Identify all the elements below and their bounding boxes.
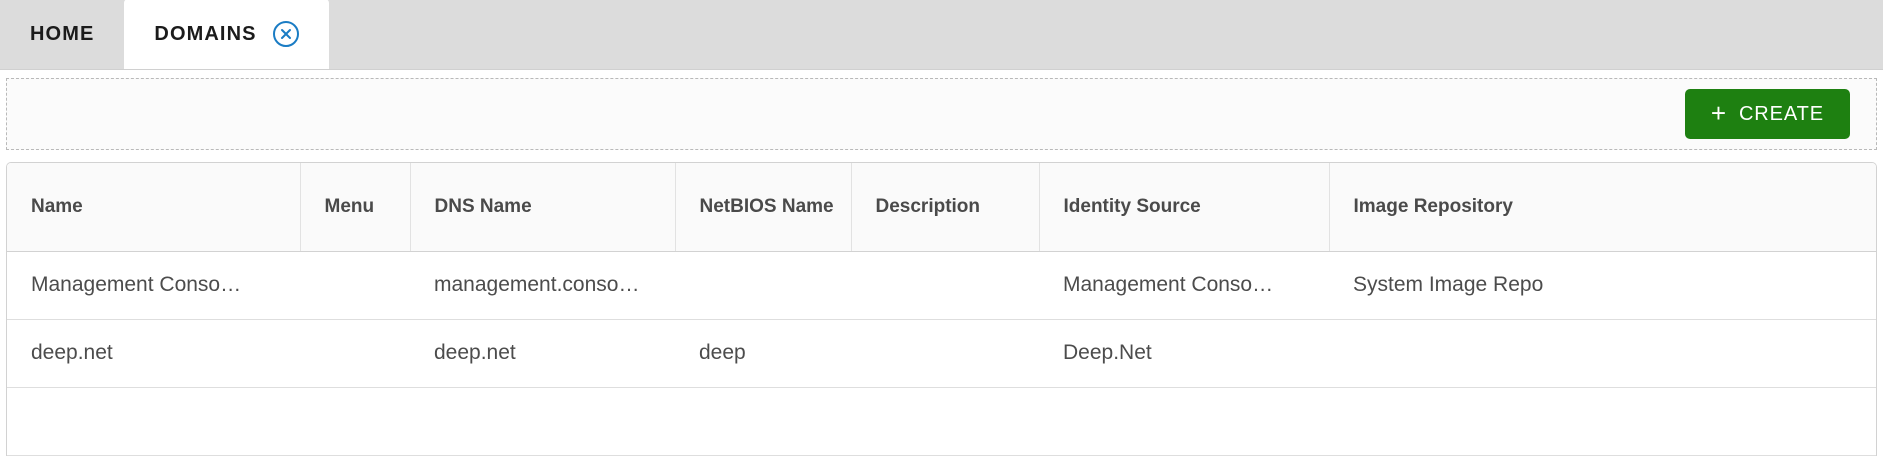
column-header-identity-source[interactable]: Identity Source <box>1038 163 1329 252</box>
cell-identity-source: Deep.Net <box>1039 319 1329 388</box>
cell-dns-name: deep.net <box>410 319 675 388</box>
table-row[interactable]: Management Conso… management.conso… Mana… <box>7 251 1876 320</box>
cell-netbios-name: deep <box>675 319 851 388</box>
domains-grid: Name Menu DNS Name NetBIOS Name Descript… <box>6 162 1877 456</box>
table-row[interactable] <box>7 387 1876 456</box>
tab-domains-label: DOMAINS <box>154 22 257 45</box>
cell-description <box>851 319 1039 388</box>
table-body: Management Conso… management.conso… Mana… <box>7 251 1876 456</box>
tab-bar: HOME DOMAINS <box>0 0 1883 70</box>
tab-domains[interactable]: DOMAINS <box>124 0 329 69</box>
cell-name: deep.net <box>7 319 300 388</box>
column-header-menu[interactable]: Menu <box>299 163 410 252</box>
cell-image-repository <box>1329 387 1876 456</box>
cell-image-repository: System Image Repo <box>1329 251 1876 320</box>
column-header-dns-name[interactable]: DNS Name <box>409 163 675 252</box>
tab-home-label: HOME <box>30 22 95 45</box>
cell-name <box>7 387 300 456</box>
cell-menu[interactable] <box>300 319 410 388</box>
cell-dns-name: management.conso… <box>410 251 675 320</box>
cell-description <box>851 387 1039 456</box>
column-header-image-repository[interactable]: Image Repository <box>1328 163 1876 252</box>
close-circle-icon[interactable] <box>272 21 299 47</box>
domains-table: Name Menu DNS Name NetBIOS Name Descript… <box>7 163 1876 456</box>
cell-netbios-name <box>675 387 851 456</box>
cell-name: Management Conso… <box>7 251 300 320</box>
cell-image-repository <box>1329 319 1876 388</box>
table-row[interactable]: deep.net deep.net deep Deep.Net <box>7 319 1876 388</box>
column-header-description[interactable]: Description <box>850 163 1039 252</box>
cell-identity-source: Management Conso… <box>1039 251 1329 320</box>
cell-netbios-name <box>675 251 851 320</box>
cell-menu[interactable] <box>300 387 410 456</box>
column-header-name[interactable]: Name <box>7 163 300 252</box>
header-row: Name Menu DNS Name NetBIOS Name Descript… <box>7 163 1876 252</box>
column-header-netbios-name[interactable]: NetBIOS Name <box>674 163 851 252</box>
cell-dns-name <box>410 387 675 456</box>
cell-description <box>851 251 1039 320</box>
create-button-label: CREATE <box>1738 102 1824 125</box>
tab-home[interactable]: HOME <box>0 0 124 69</box>
create-button[interactable]: + CREATE <box>1684 89 1850 139</box>
cell-menu[interactable] <box>300 251 410 320</box>
cell-identity-source <box>1039 387 1329 456</box>
action-toolbar: + CREATE <box>6 78 1877 150</box>
table-header: Name Menu DNS Name NetBIOS Name Descript… <box>7 163 1876 252</box>
plus-icon: + <box>1710 98 1727 128</box>
